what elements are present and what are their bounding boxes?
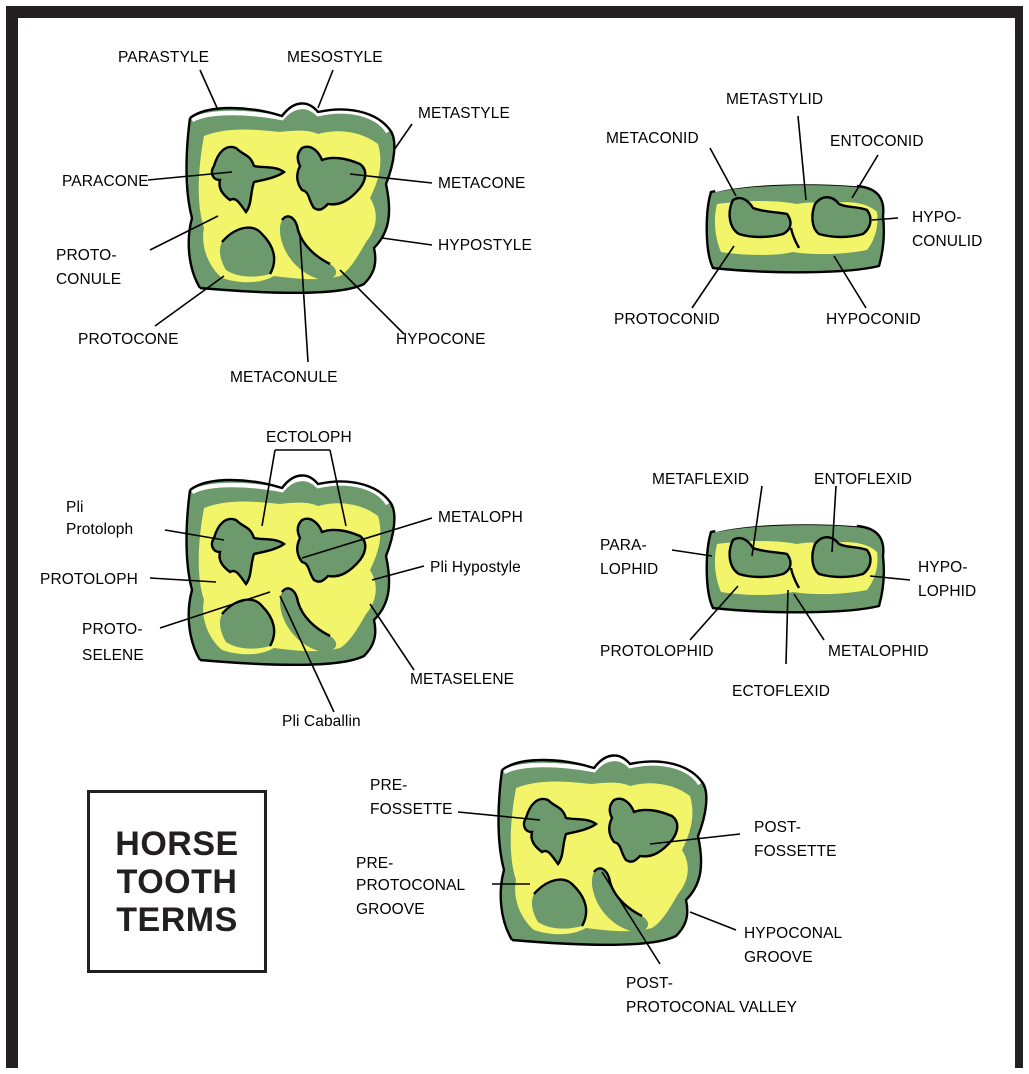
label-hypostyle: HYPOSTYLE bbox=[438, 237, 532, 254]
label-hypolophid-1: HYPO- bbox=[918, 559, 968, 576]
label-hypocone: HYPOCONE bbox=[396, 331, 486, 348]
label-paracone: PARACONE bbox=[62, 173, 149, 190]
label-protocone: PROTOCONE bbox=[78, 331, 179, 348]
label-pli-protoloph-2: Protoloph bbox=[66, 521, 133, 538]
label-pli-hypostyle: Pli Hypostyle bbox=[430, 559, 521, 576]
label-protoloph: PROTOLOPH bbox=[40, 571, 138, 588]
label-hypoconal-groove-2: GROOVE bbox=[744, 949, 813, 966]
label-ectoflexid: ECTOFLEXID bbox=[732, 683, 830, 700]
label-metalophid: METALOPHID bbox=[828, 643, 929, 660]
title-box: HORSE TOOTH TERMS bbox=[87, 790, 267, 973]
label-pli-protoloph-1: Pli bbox=[66, 499, 84, 516]
label-preprotoconal-groove-2: PROTOCONAL bbox=[356, 877, 466, 894]
label-parastyle: PARASTYLE bbox=[118, 49, 209, 66]
label-prefossette-1: PRE- bbox=[370, 777, 407, 794]
label-mesostyle: MESOSTYLE bbox=[287, 49, 383, 66]
label-entoflexid: ENTOFLEXID bbox=[814, 471, 912, 488]
label-metastylid: METASTYLID bbox=[726, 91, 823, 108]
label-preprotoconal-groove-1: PRE- bbox=[356, 855, 393, 872]
label-hypolophid-2: LOPHID bbox=[918, 583, 976, 600]
upper-molar-lophs-illustration bbox=[187, 475, 395, 669]
label-metaconid: METACONID bbox=[606, 130, 699, 147]
label-paralophid-2: LOPHID bbox=[600, 561, 658, 578]
label-prefossette-2: FOSSETTE bbox=[370, 801, 453, 818]
label-protoselene-1: PROTO- bbox=[82, 621, 143, 638]
label-protoconule-1: PROTO- bbox=[56, 247, 117, 264]
label-hypoconulid-2: CONULID bbox=[912, 233, 982, 250]
upper-molar-cusps-illustration bbox=[187, 103, 395, 297]
title-line-1: HORSE bbox=[115, 825, 238, 863]
label-postfossette-1: POST- bbox=[754, 819, 801, 836]
label-metaconule: METACONULE bbox=[230, 369, 338, 386]
label-protoconule-2: CONULE bbox=[56, 271, 121, 288]
label-metaselene: METASELENE bbox=[410, 671, 514, 688]
label-preprotoconal-groove-3: GROOVE bbox=[356, 901, 425, 918]
label-postprotoconal-valley-1: POST- bbox=[626, 975, 673, 992]
label-hypoconal-groove-1: HYPOCONAL bbox=[744, 925, 843, 942]
title-line-2: TOOTH bbox=[117, 863, 238, 901]
label-metacone: METACONE bbox=[438, 175, 526, 192]
label-protoconid: PROTOCONID bbox=[614, 311, 720, 328]
label-protolophid: PROTOLOPHID bbox=[600, 643, 714, 660]
label-postfossette-2: FOSSETTE bbox=[754, 843, 837, 860]
title-line-3: TERMS bbox=[116, 901, 238, 939]
upper-molar-valleys-illustration bbox=[499, 755, 707, 949]
label-protoselene-2: SELENE bbox=[82, 647, 144, 664]
label-hypoconid: HYPOCONID bbox=[826, 311, 921, 328]
label-paralophid-1: PARA- bbox=[600, 537, 647, 554]
label-metaflexid: METAFLEXID bbox=[652, 471, 749, 488]
label-metastyle: METASTYLE bbox=[418, 105, 510, 122]
lower-molar-lophids-illustration bbox=[707, 522, 884, 612]
label-hypoconulid-1: HYPO- bbox=[912, 209, 962, 226]
label-ectoloph: ECTOLOPH bbox=[266, 429, 352, 446]
lower-molar-cusps-illustration bbox=[707, 182, 884, 272]
label-postprotoconal-valley-2: PROTOCONAL VALLEY bbox=[626, 999, 797, 1016]
label-pli-caballin: Pli Caballin bbox=[282, 713, 361, 730]
label-metaloph: METALOPH bbox=[438, 509, 523, 526]
label-entoconid: ENTOCONID bbox=[830, 133, 924, 150]
